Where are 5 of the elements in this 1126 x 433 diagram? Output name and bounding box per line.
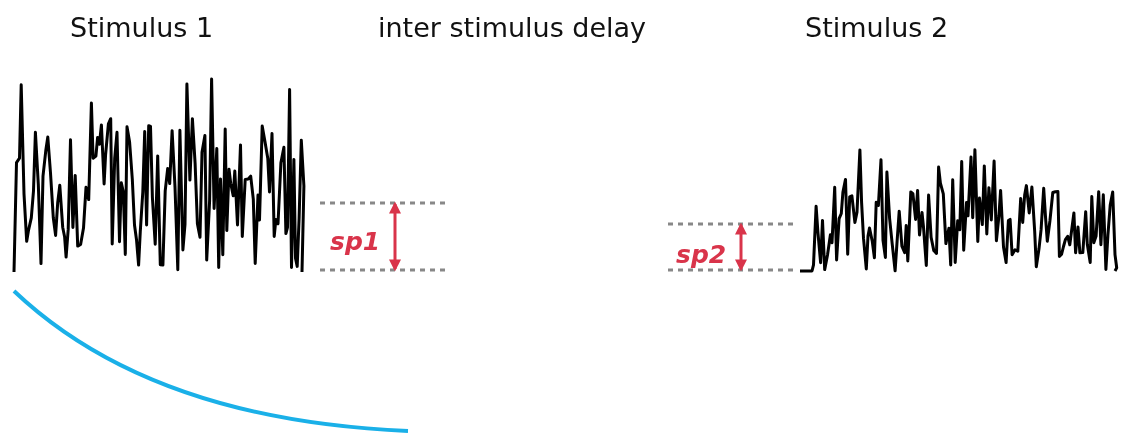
measure-label: sp2 bbox=[676, 242, 727, 267]
heading: Stimulus 1 bbox=[70, 14, 214, 41]
heading: inter stimulus delay bbox=[378, 14, 647, 41]
measure-label: sp1 bbox=[330, 229, 381, 254]
heading: Stimulus 2 bbox=[805, 14, 949, 41]
